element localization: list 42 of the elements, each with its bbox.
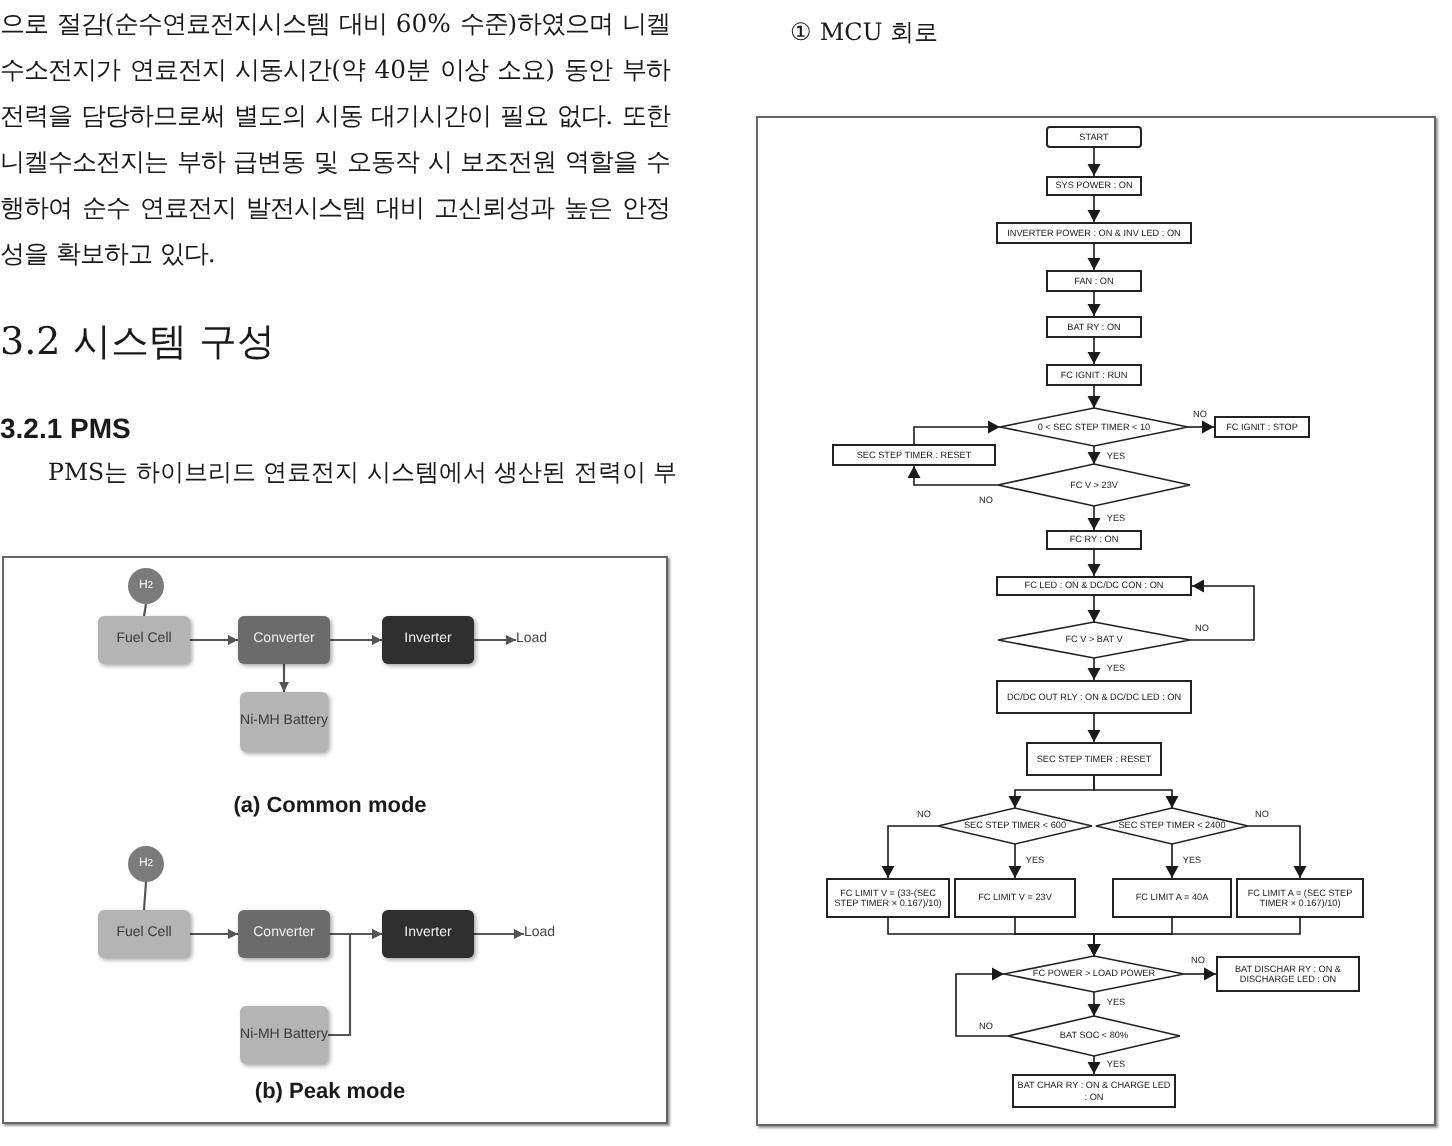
- arrow: [1087, 991, 1101, 1017]
- arrow: [1087, 505, 1101, 531]
- figure-caption: (a) Common mode: [233, 794, 427, 820]
- body-text: PMS는 하이브리드 연료전지 시스템에서 생산된 전력이 부: [48, 456, 678, 490]
- arrow: [907, 465, 999, 486]
- arrow: [190, 929, 238, 939]
- arrow: [1189, 579, 1255, 641]
- arrow: [1087, 195, 1101, 223]
- arrow: [1087, 917, 1301, 957]
- arrow: [1087, 243, 1101, 271]
- connector-line: [142, 603, 148, 617]
- arrow: [1087, 445, 1101, 465]
- arrow: [1087, 595, 1101, 623]
- arrow: [1187, 420, 1215, 434]
- subsection-heading: 3.2.1 PMS: [0, 412, 131, 446]
- arrow: [1183, 967, 1217, 981]
- arrow: [1093, 775, 1179, 809]
- arrow: [1087, 1055, 1101, 1075]
- arrow: [913, 420, 1001, 445]
- connector-line: [142, 881, 148, 911]
- arrow: [474, 929, 524, 939]
- arrow: [1087, 291, 1101, 317]
- arrow: [1087, 385, 1101, 409]
- arrow: [330, 635, 382, 645]
- figure-caption: (b) Peak mode: [254, 1080, 406, 1106]
- arrow: [1087, 337, 1101, 365]
- arrow: [1087, 657, 1101, 681]
- arrow: [474, 635, 516, 645]
- arrow: [1087, 713, 1101, 743]
- body-paragraph: 으로 절감(순수연료전지시스템 대비 60% 수준)하였으며 니켈수소전지가 연료전지 시동시간(약 40분 이상 소요) 동안 부하전력을 담당하므로써 별도의 시동 대기시간이 필요 없다. 또한 니켈수소전지는 부하 급변동 및 오동작 시 보조전원 역할을 수행하여 순수 연료전지 발전시스템 대비 고신뢰성과 높은 안정성을 확보하고 있다.: [0, 6, 670, 272]
- arrow: [328, 929, 382, 1037]
- arrow: [1087, 147, 1101, 177]
- arrow: [1008, 843, 1022, 879]
- arrow: [955, 967, 1009, 1037]
- arrow: [1247, 825, 1307, 879]
- arrow: [1165, 843, 1179, 879]
- arrow: [881, 825, 939, 879]
- arrow: [190, 635, 238, 645]
- arrow: [279, 664, 289, 692]
- section-heading: 3.2 시스템 구성: [0, 318, 275, 366]
- figure-heading: ① MCU 회로: [790, 18, 939, 48]
- arrow: [1087, 549, 1101, 577]
